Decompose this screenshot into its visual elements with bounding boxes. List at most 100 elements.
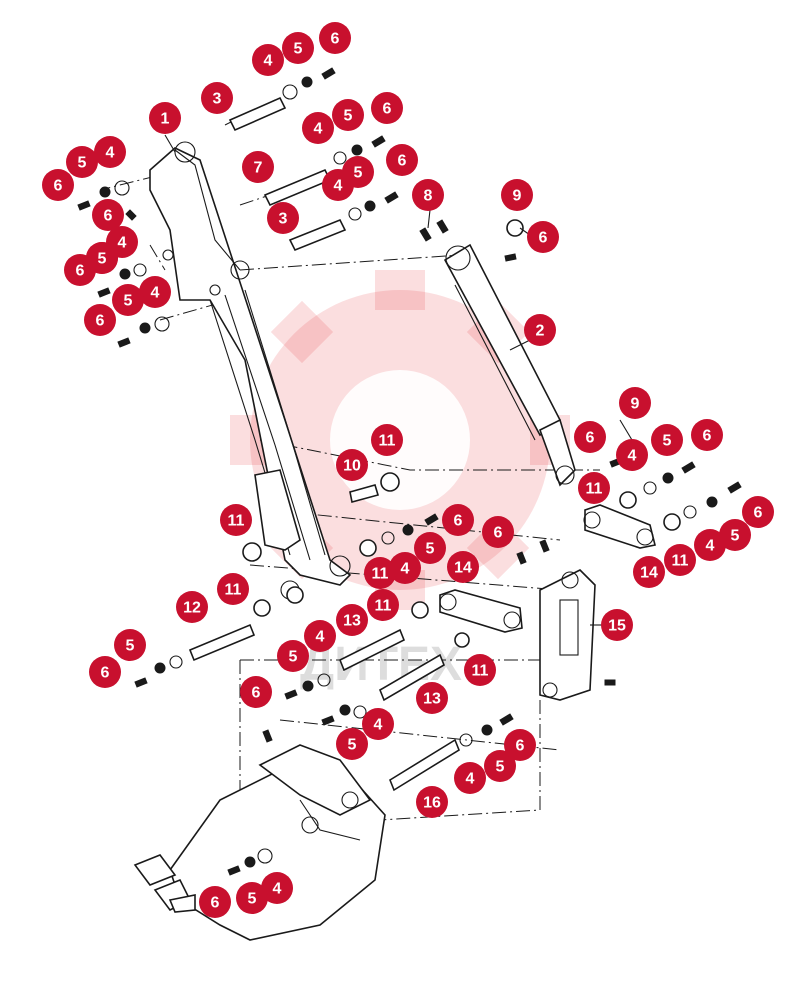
callout-number: 6 [398,153,407,170]
callout-number: 11 [372,566,389,583]
callout-circle [336,604,368,636]
callout-circle [336,449,368,481]
callout-number: 4 [151,285,160,302]
callout-circle [336,728,368,760]
callout-circle [319,22,351,54]
callout-circle [616,439,648,471]
callout-number: 6 [104,208,113,225]
callout-5: 5 [332,99,364,131]
callout-number: 12 [183,600,201,617]
callout-11: 11 [371,424,403,456]
callout-circle [412,179,444,211]
callout-4: 4 [389,552,421,584]
callout-circle [504,729,536,761]
callout-12: 12 [176,591,208,623]
callout-number: 6 [101,665,110,682]
callout-4: 4 [252,44,284,76]
callout-6: 6 [574,421,606,453]
callout-5: 5 [336,728,368,760]
callout-number: 11 [375,598,392,615]
callout-5: 5 [484,750,516,782]
callout-10: 10 [336,449,368,481]
callout-circle [66,146,98,178]
callout-circle [447,551,479,583]
callout-circle [389,552,421,584]
callout-number: 16 [423,795,441,812]
callout-number: 14 [454,560,472,577]
callout-circle [252,44,284,76]
callout-6: 6 [319,22,351,54]
callout-9: 9 [619,387,651,419]
callout-number: 9 [513,188,522,205]
callout-number: 4 [118,235,127,252]
callout-number: 6 [494,525,503,542]
callout-number: 5 [663,433,672,450]
callout-circle [112,284,144,316]
grease-nipples [77,67,742,876]
callout-circle [199,886,231,918]
callout-circle [386,144,418,176]
callout-number: 5 [348,737,357,754]
callout-number: 4 [106,145,115,162]
callout-5: 5 [342,156,374,188]
callout-circle [633,556,665,588]
callout-number: 5 [126,638,135,655]
callout-4: 4 [139,276,171,308]
callout-circle [176,591,208,623]
callout-number: 13 [423,691,441,708]
callout-circle [42,169,74,201]
callout-number: 5 [731,528,740,545]
callout-circle [240,676,272,708]
callout-circle [64,254,96,286]
callout-circle [691,419,723,451]
callout-4: 4 [94,136,126,168]
callout-7: 7 [242,151,274,183]
callout-circle [416,786,448,818]
callout-number: 4 [401,561,410,578]
callout-circle [149,102,181,134]
callout-number: 11 [586,481,603,498]
callout-5: 5 [66,146,98,178]
callout-14: 14 [633,556,665,588]
callout-number: 6 [54,178,63,195]
callout-number: 11 [228,513,245,530]
callout-number: 6 [383,101,392,118]
callout-number: 10 [343,458,361,475]
callout-11: 11 [664,544,696,576]
callout-number: 5 [344,108,353,125]
callout-11: 11 [220,504,252,536]
callout-circle [277,640,309,672]
callout-number: 5 [426,541,435,558]
callout-11: 11 [464,654,496,686]
callout-circle [217,573,249,605]
callout-number: 3 [213,91,222,108]
callout-circle [574,421,606,453]
callout-circle [694,529,726,561]
callout-number: 7 [254,160,263,177]
callout-6: 6 [742,496,774,528]
callout-number: 6 [454,513,463,530]
callout-15: 15 [601,609,633,641]
callout-6: 6 [89,656,121,688]
callout-11: 11 [367,589,399,621]
callout-number: 9 [631,396,640,413]
callout-4: 4 [304,620,336,652]
callout-circle [367,589,399,621]
callout-4: 4 [261,872,293,904]
callout-5: 5 [719,519,751,551]
callout-circle [220,504,252,536]
callout-4: 4 [362,708,394,740]
callout-circle [578,472,610,504]
callout-number: 1 [161,111,170,128]
callout-circle [742,496,774,528]
callout-11: 11 [217,573,249,605]
callout-16: 16 [416,786,448,818]
callout-number: 5 [354,165,363,182]
callout-number: 6 [76,263,85,280]
callout-5: 5 [651,424,683,456]
callout-13: 13 [336,604,368,636]
callout-number: 5 [248,891,257,908]
link-parts [439,504,656,633]
callout-5: 5 [236,882,268,914]
bracket-part [539,569,596,701]
